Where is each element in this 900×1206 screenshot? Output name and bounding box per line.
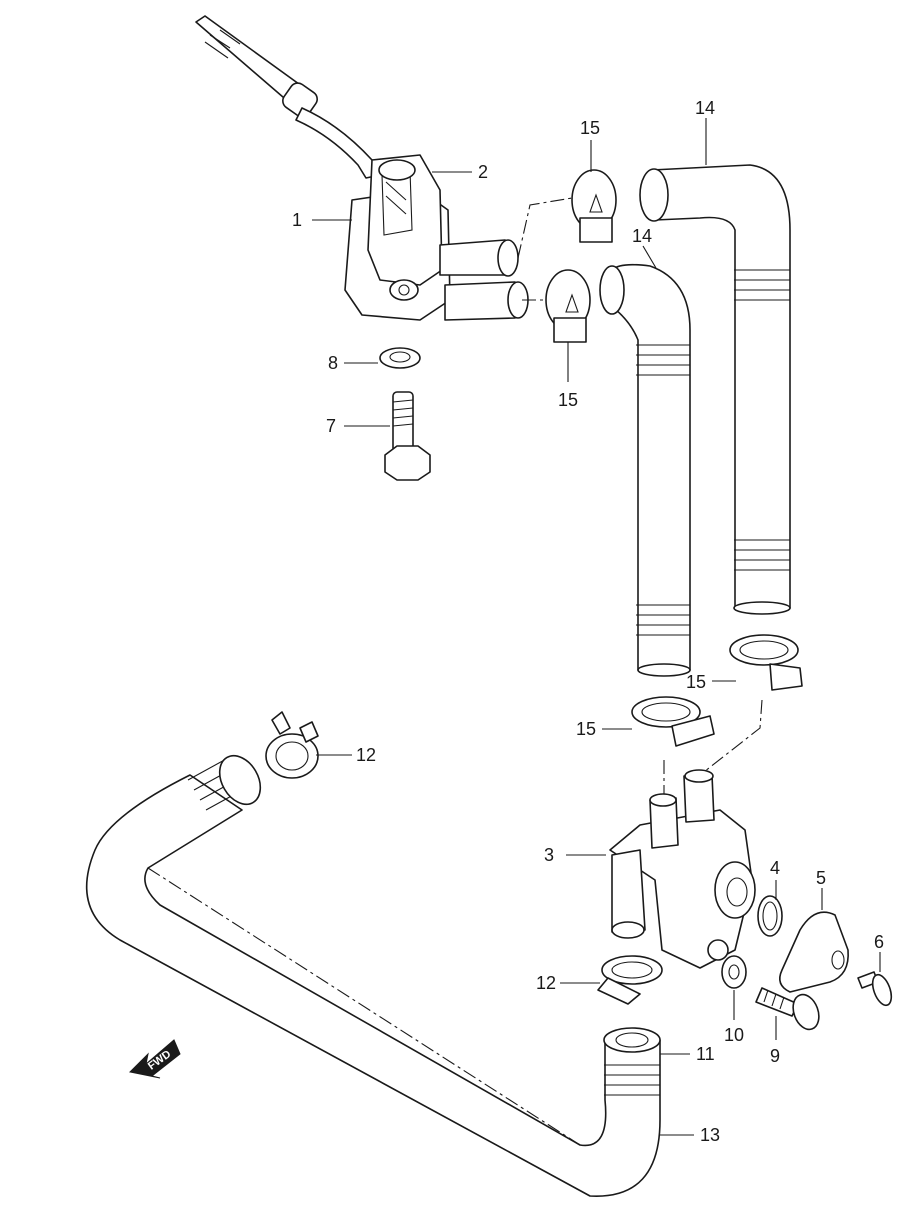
callout-8: 8 [328,353,338,373]
callout-4: 4 [770,858,780,878]
callout-7: 7 [326,416,336,436]
callout-13: 13 [700,1125,720,1145]
callout-15-upper: 15 [580,118,600,138]
callout-9: 9 [770,1046,780,1066]
washer-10 [721,955,747,989]
bolt-7 [384,391,431,481]
leader-lines [312,118,881,1136]
callout-15-left: 15 [576,719,596,739]
callout-2: 2 [478,162,488,182]
lever-knob-5 [779,911,849,993]
fuel-cock-body-3 [609,769,756,969]
callout-14-long: 14 [695,98,715,118]
spring-clamp-15-left [631,696,715,747]
callout-1: 1 [292,210,302,230]
callout-6: 6 [874,932,884,952]
callout-15-right: 15 [686,672,706,692]
callout-10: 10 [724,1025,744,1045]
o-ring-4 [757,895,783,937]
spring-clamp-12-lower [597,955,663,1005]
forward-direction-arrow: FWD [128,1039,181,1079]
callout-14-short: 14 [632,226,652,246]
callout-5: 5 [816,868,826,888]
callout-12-upper: 12 [356,745,376,765]
wire-clamp-12-upper [265,711,319,779]
bolt-9 [755,987,820,1031]
callout-15-lower: 15 [558,390,578,410]
hose-13 [85,754,661,1197]
washer-8 [379,347,421,369]
fuel-cock-assembly [195,15,529,321]
clamp-15-lower [545,269,591,343]
clamp-15-upper [571,169,617,243]
callout-3: 3 [544,845,554,865]
callout-11: 11 [696,1044,715,1064]
callout-labels: 1 2 3 4 5 6 7 8 9 10 11 12 12 13 14 14 1… [292,98,884,1145]
hose-14-long [639,164,791,615]
hose-14-short [599,263,691,677]
spring-clamp-15-right [729,634,803,691]
screw-6 [857,971,893,1007]
callout-12-lower: 12 [536,973,556,993]
